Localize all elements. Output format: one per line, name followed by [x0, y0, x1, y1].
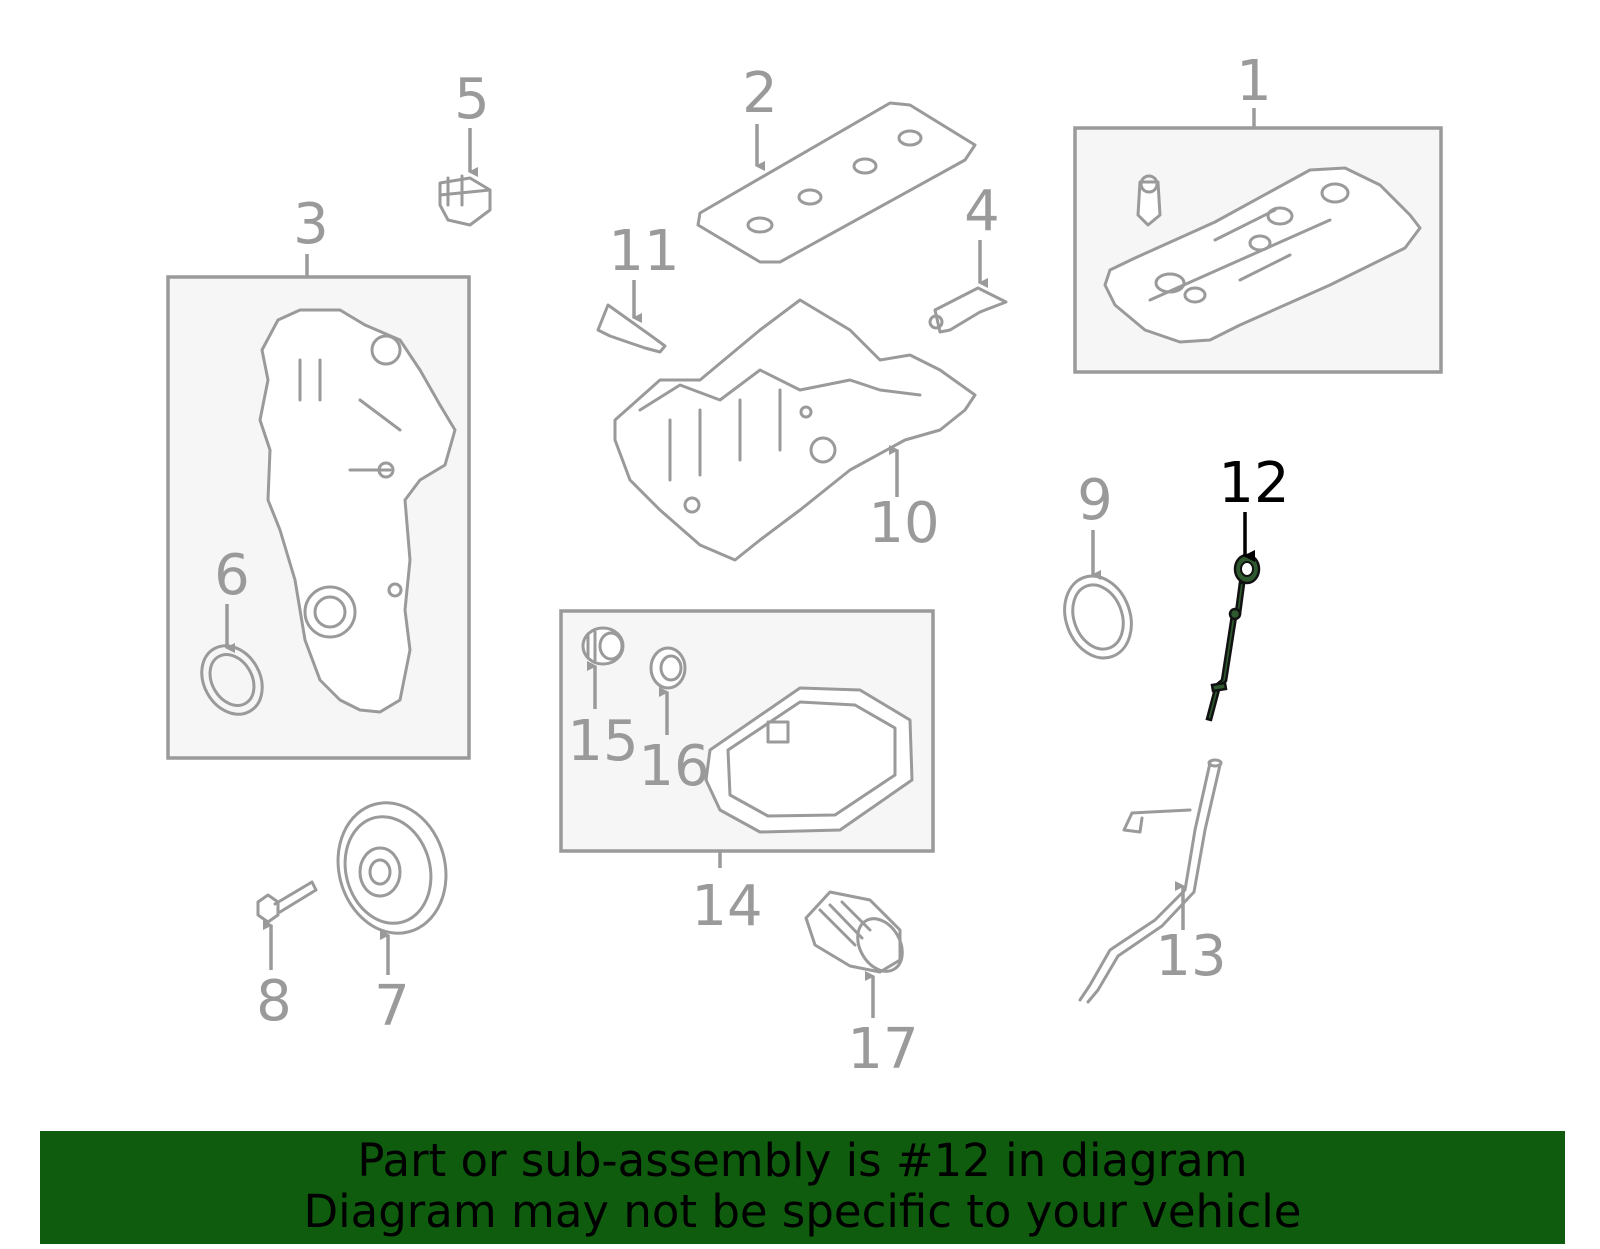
- oil-filter-part[interactable]: [804, 890, 911, 979]
- callout-10: 10: [868, 491, 939, 556]
- oil-pan-part[interactable]: [704, 686, 914, 834]
- callout-2: 2: [742, 61, 778, 126]
- callout-4: 4: [964, 179, 1000, 244]
- sealant-tube-part[interactable]: [928, 286, 1008, 334]
- rear-seal-part[interactable]: [1054, 567, 1143, 668]
- drain-plug-part[interactable]: [581, 626, 625, 666]
- oil-cap-part[interactable]: [438, 174, 492, 227]
- cover-gasket-part[interactable]: [696, 101, 977, 264]
- callout-11: 11: [608, 219, 679, 284]
- banner-line-2: Diagram may not be specific to your vehi…: [303, 1185, 1302, 1238]
- crank-pulley-part[interactable]: [324, 791, 461, 946]
- callout-6: 6: [214, 543, 250, 608]
- callout-3: 3: [293, 192, 329, 257]
- dipstick-part[interactable]: [1205, 553, 1261, 722]
- drain-gasket-part[interactable]: [649, 646, 687, 690]
- front-seal-part[interactable]: [190, 635, 274, 725]
- callout-13: 13: [1155, 924, 1226, 989]
- callout-9: 9: [1077, 468, 1113, 533]
- timing-cover-part[interactable]: [258, 308, 457, 714]
- callout-1: 1: [1236, 49, 1272, 114]
- banner-line-1: Part or sub-assembly is #12 in diagram: [357, 1134, 1248, 1187]
- callout-7: 7: [374, 974, 410, 1039]
- valve-cover-part[interactable]: [1103, 166, 1422, 344]
- sealant-tube-2-part[interactable]: [596, 303, 667, 354]
- callout-5: 5: [454, 67, 490, 132]
- callout-8: 8: [256, 969, 292, 1034]
- callout-17: 17: [847, 1017, 918, 1082]
- callout-16: 16: [638, 734, 709, 799]
- pulley-bolt-part[interactable]: [256, 880, 318, 924]
- callout-15: 15: [567, 709, 638, 774]
- callout-14: 14: [691, 874, 762, 939]
- info-banner: Part or sub-assembly is #12 in diagram D…: [40, 1131, 1565, 1244]
- upper-oil-pan-part[interactable]: [613, 298, 977, 562]
- dipstick-tube-part[interactable]: [1078, 758, 1223, 1004]
- callout-12: 12: [1218, 451, 1289, 516]
